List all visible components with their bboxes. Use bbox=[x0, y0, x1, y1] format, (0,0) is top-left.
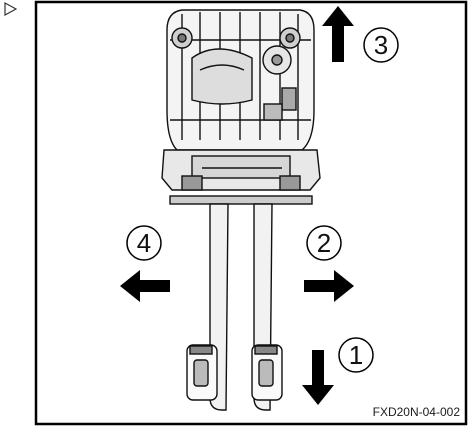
forklift-diagram: 3 2 4 1 FXD20N-04-002 bbox=[32, 0, 471, 427]
direction-number-4: 4 bbox=[137, 228, 151, 258]
arrow-left-icon bbox=[120, 270, 170, 302]
direction-number-2: 2 bbox=[317, 228, 331, 258]
arrow-down-icon bbox=[302, 350, 334, 405]
direction-label-1: 1 bbox=[338, 337, 374, 373]
figure-code: FXD20N-04-002 bbox=[373, 405, 461, 419]
direction-label-3: 3 bbox=[363, 27, 399, 63]
forklift-illustration bbox=[161, 9, 321, 411]
direction-label-2: 2 bbox=[306, 225, 342, 261]
direction-number-3: 3 bbox=[374, 30, 388, 60]
direction-number-1: 1 bbox=[349, 340, 363, 370]
direction-label-4: 4 bbox=[126, 225, 162, 261]
triangle-right-icon bbox=[4, 2, 17, 16]
arrow-up-icon bbox=[322, 6, 354, 62]
arrow-right-icon bbox=[304, 270, 354, 302]
